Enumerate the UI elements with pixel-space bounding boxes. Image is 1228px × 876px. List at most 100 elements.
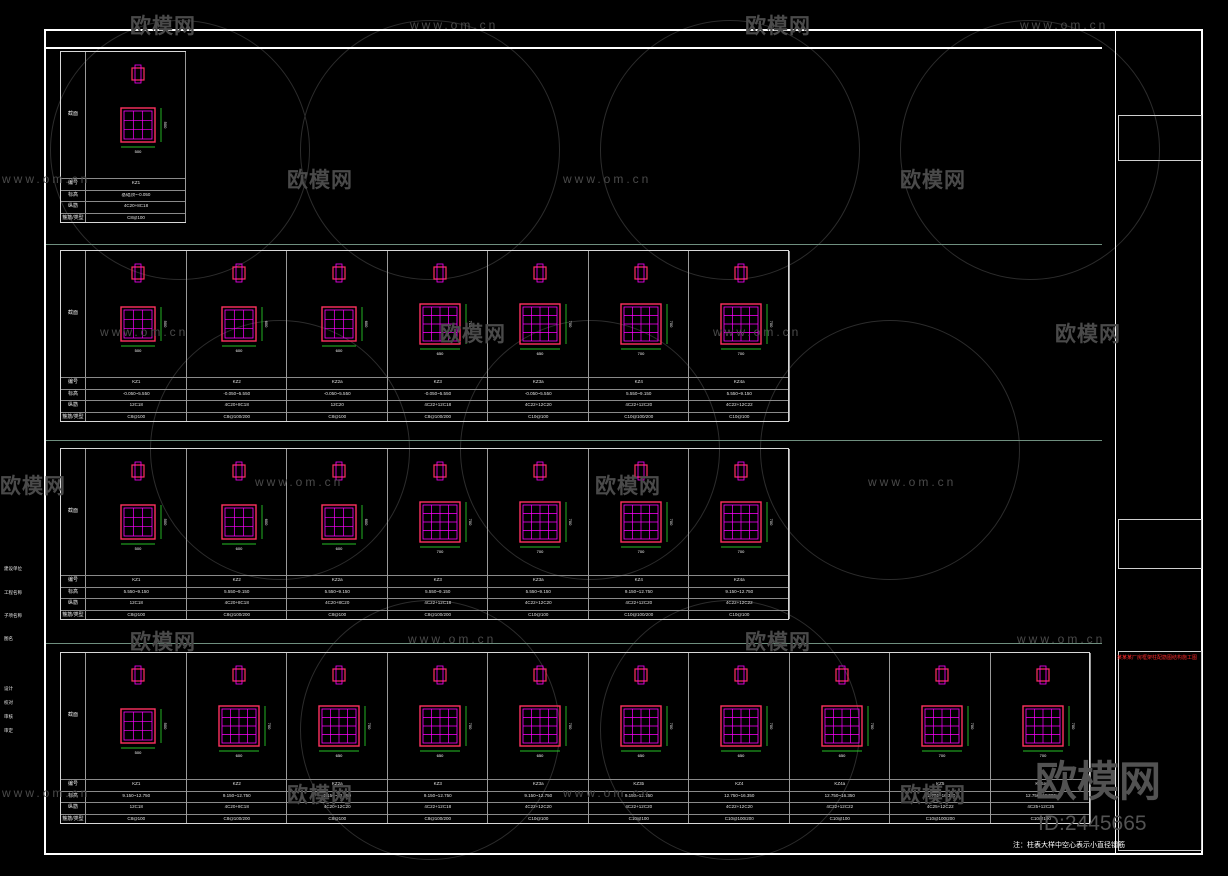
dimension-height: 700: [769, 723, 774, 730]
cell-longitudinal: 4C22+12C20: [524, 601, 552, 606]
column-entry: [388, 251, 488, 421]
dimension-width: 700: [738, 549, 745, 554]
dimension-height: 500: [163, 122, 168, 129]
row-label-stirrup: 箍筋/类型: [62, 413, 84, 420]
row-label-longitudinal: 纵筋: [67, 402, 78, 409]
cell-longitudinal: 4C22+12C22: [725, 601, 753, 606]
column-entry: [86, 449, 187, 619]
section-key-icon: [131, 668, 145, 682]
section-key-icon: [737, 665, 745, 685]
column-entry: [589, 653, 689, 823]
section-key-icon: [734, 464, 748, 478]
section-key-icon: [232, 266, 246, 280]
cell-stirrup: C10@100: [528, 414, 549, 419]
watermark-arc: [900, 20, 1160, 280]
cell-longitudinal: 4C22+12C20: [524, 403, 552, 408]
section-key-icon: [235, 461, 243, 481]
cell-number: KZ3: [433, 782, 442, 787]
cell-longitudinal: 4C22+12C20: [524, 805, 552, 810]
watermark-logo: 欧模网: [287, 169, 353, 192]
watermark-arc: [600, 600, 860, 860]
cell-number: KZ2: [232, 782, 241, 787]
dimension-height: 700: [568, 723, 573, 730]
section-key-icon: [533, 668, 547, 682]
column-outline: [620, 501, 662, 543]
title-block: [1115, 31, 1202, 853]
section-key-icon: [637, 461, 645, 481]
watermark-url: www.om.cn: [255, 475, 344, 489]
watermark-logo: 欧模网: [900, 169, 966, 192]
cell-number: KZ1: [132, 578, 141, 583]
section-key-icon: [634, 464, 648, 478]
section-key-icon: [436, 263, 444, 283]
column-outline: [620, 705, 662, 747]
table-row-divider: [61, 609, 788, 611]
table-row-divider: [61, 212, 185, 214]
table-row-divider: [61, 400, 788, 401]
column-entry: [287, 251, 388, 421]
section-key-icon: [737, 263, 745, 283]
column-outline: [720, 303, 762, 345]
dimension-width: 650: [336, 753, 343, 758]
watermark-id: ID:2445665: [1038, 812, 1147, 835]
cell-stirrup: C8@100: [328, 816, 347, 821]
watermark-url: www.om.cn: [713, 325, 802, 339]
row-label-elevation: 标高: [67, 588, 78, 595]
cell-stirrup: C8@100: [127, 414, 146, 419]
watermark-logo: 欧模网: [595, 475, 661, 498]
cell-elevation: 9.150~12.750: [524, 793, 553, 798]
watermark-url: www.om.cn: [868, 475, 957, 489]
cell-elevation: 9.150~12.750: [323, 793, 352, 798]
cell-stirrup: C8@100: [127, 816, 146, 821]
dimension-height: 700: [669, 519, 674, 526]
cell-stirrup: C10@100/200: [624, 612, 654, 617]
section-key-icon: [433, 668, 447, 682]
cell-longitudinal: 12C18: [129, 805, 143, 810]
section-key-icon: [1039, 665, 1047, 685]
cell-stirrup: C8@100/200: [424, 816, 452, 821]
dimension-height: 500: [163, 321, 168, 328]
cell-stirrup: C10@100/200: [624, 414, 654, 419]
cell-elevation: 9.150~12.750: [222, 793, 251, 798]
cell-stirrup: C10@100: [628, 816, 649, 821]
table-row-divider: [61, 178, 185, 179]
column-outline: [519, 705, 561, 747]
drawing-note: 注：柱表大样中空心表示小直径钢筋: [1013, 842, 1125, 849]
column-outline: [519, 303, 561, 345]
cell-longitudinal: 4C20+8C18: [224, 403, 249, 408]
watermark-logo-large: 欧模网: [1035, 758, 1162, 805]
watermark-logo: 欧模网: [900, 784, 966, 807]
section-key-icon: [335, 461, 343, 481]
watermark-arc: [300, 20, 560, 280]
cell-number: KZ3a: [532, 578, 544, 583]
watermark-arc: [150, 320, 410, 580]
row-label-longitudinal: 纵筋: [67, 203, 78, 210]
stirrup-outline: [324, 507, 354, 537]
section-key-icon: [332, 668, 346, 682]
cell-longitudinal: 4C20+8C20: [325, 601, 350, 606]
column-outline: [720, 501, 762, 543]
watermark-logo: 欧模网: [1055, 323, 1121, 346]
column-entry: [86, 52, 186, 222]
section-key-icon: [634, 266, 648, 280]
row-label-stirrup: 箍筋/类型: [62, 815, 84, 822]
cell-longitudinal: 4C22+12C20: [625, 403, 653, 408]
column-entry: [388, 653, 488, 823]
column-entry: [488, 449, 589, 619]
stirrup-outline: [123, 507, 153, 537]
cell-longitudinal: 12C18: [129, 601, 143, 606]
stirrup-outline: [224, 507, 254, 537]
watermark-url: www.om.cn: [100, 325, 189, 339]
section-key-icon: [433, 464, 447, 478]
cell-longitudinal: 4C20+8C18: [224, 601, 249, 606]
cell-longitudinal: 4C22+12C22: [826, 805, 854, 810]
column-outline: [321, 504, 357, 540]
row-label-stirrup: 箍筋/类型: [62, 611, 84, 618]
column-outline: [921, 705, 963, 747]
